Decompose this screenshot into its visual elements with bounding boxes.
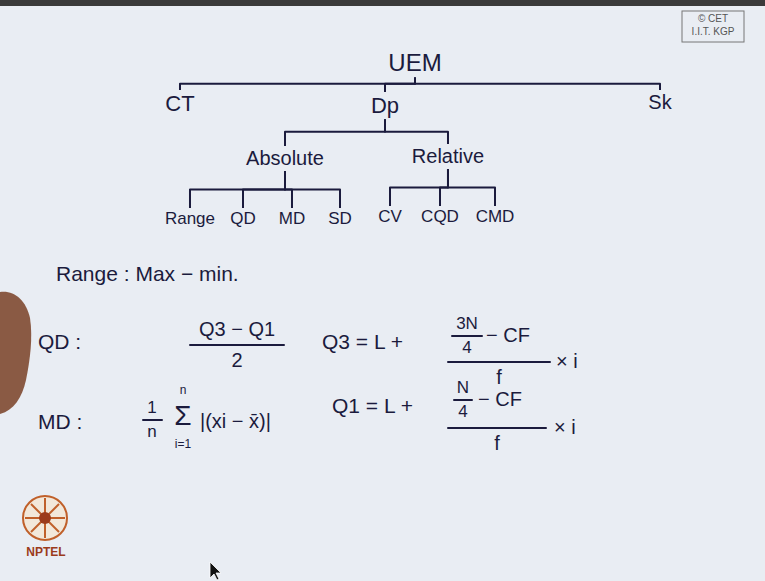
formula: × i [556, 350, 578, 373]
node-text: QD [230, 209, 256, 229]
formula: QD : [38, 330, 81, 354]
node-text: CV [378, 207, 402, 227]
leaf-measure: MD [276, 208, 308, 230]
fraction-bar [190, 344, 284, 346]
leaf-measure: CMD [473, 206, 518, 228]
tree-branch [390, 169, 448, 206]
tree-branch [285, 171, 340, 208]
tree-branch [385, 119, 448, 144]
branch-topic: Sk [645, 90, 674, 115]
watermark-box [682, 11, 744, 42]
root-topic: UEM [385, 48, 444, 78]
fraction-numerator: 3N [456, 314, 478, 334]
hand [0, 292, 31, 414]
node-text: Sk [648, 91, 671, 114]
fraction-denominator: 4 [458, 402, 467, 422]
tree-branch [385, 78, 415, 92]
node-text: CT [165, 91, 194, 116]
node-text: Range [165, 209, 215, 229]
branch-topic: CT [162, 90, 197, 117]
watermark: I.I.T. KGP [692, 26, 735, 38]
tree-branch [440, 169, 448, 206]
watermark: © CET [698, 13, 728, 25]
tree-branch [243, 171, 285, 208]
formula: Range : Max − min. [56, 262, 239, 286]
node-text: Dp [371, 93, 399, 118]
leaf-measure: CV [375, 206, 405, 228]
fraction-bar [448, 427, 546, 429]
formula: − CF [486, 324, 530, 347]
fraction-numerator: Q3 − Q1 [199, 318, 275, 341]
sum-limit: n [180, 384, 187, 398]
leaf-measure: QD [227, 208, 259, 230]
fraction-denominator: f [496, 366, 502, 389]
fraction-denominator: n [147, 422, 156, 442]
node-text: MD [279, 209, 305, 229]
tree-branch [285, 119, 385, 146]
fraction-bar [448, 361, 550, 363]
formula: |(xi − x̄)| [200, 410, 271, 433]
formula: × i [554, 416, 576, 439]
mouse-cursor [210, 562, 221, 580]
node-text: CQD [421, 207, 459, 227]
logo-center [39, 512, 51, 524]
sum-symbol: Σ [174, 400, 191, 432]
node-text: CMD [476, 207, 515, 227]
node-text: SD [328, 209, 352, 229]
fraction-denominator: 2 [231, 349, 242, 372]
formula: MD : [38, 410, 82, 434]
logo-spokes [25, 498, 65, 538]
logo-circle [23, 496, 67, 540]
tree-branch [190, 171, 285, 208]
sub-branch: Relative [409, 144, 487, 169]
tree-branch [448, 169, 495, 206]
top-band [0, 0, 765, 6]
formula: Q3 = L + [322, 330, 403, 354]
leaf-measure: Range [162, 208, 218, 230]
formula: Q1 = L + [332, 394, 413, 418]
fraction-bar [452, 335, 482, 337]
fraction-numerator: 1 [147, 398, 156, 418]
fraction-denominator: 4 [462, 338, 471, 358]
node-text: Absolute [246, 147, 324, 170]
tree-branch [415, 78, 660, 90]
branch-topic: Dp [368, 92, 402, 119]
logo-text: NPTEL [26, 546, 65, 560]
fraction-bar [454, 399, 472, 401]
leaf-measure: SD [325, 208, 355, 230]
fraction-numerator: N [457, 378, 469, 398]
sub-branch: Absolute [243, 146, 327, 171]
formula: − CF [478, 388, 522, 411]
nptel-logo [23, 496, 67, 540]
node-text: UEM [388, 49, 441, 77]
fraction-denominator: f [494, 432, 500, 455]
tree-branch [180, 78, 415, 90]
fraction-bar [143, 419, 162, 421]
leaf-measure: CQD [418, 206, 462, 228]
sum-limit: i=1 [175, 438, 191, 452]
node-text: Relative [412, 145, 484, 168]
